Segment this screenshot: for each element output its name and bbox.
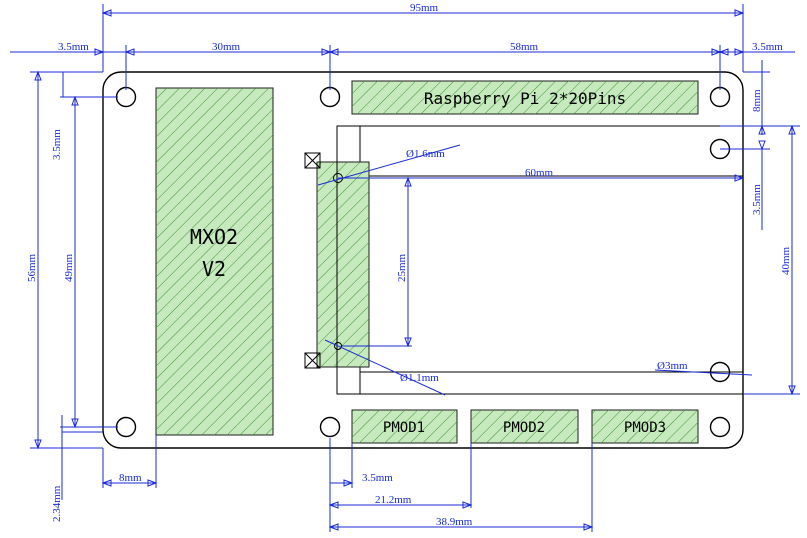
dim-pmod2-offset: 21.2mm xyxy=(375,494,412,506)
hole-top-left xyxy=(115,86,137,108)
dim-module-left: 8mm xyxy=(119,472,142,484)
marker-box-bottom xyxy=(304,352,321,369)
dim-hole-spacing: 49mm xyxy=(63,253,75,282)
pmod3: PMOD3 xyxy=(591,409,699,444)
pi-header: Raspberry Pi 2*20Pins xyxy=(351,80,699,115)
pmod1-label: PMOD1 xyxy=(383,420,425,436)
dim-header-offset: 8mm xyxy=(751,89,763,112)
hole-bottom-mid xyxy=(319,416,341,438)
hole-top-right xyxy=(709,86,731,108)
dim-total-height: 56mm xyxy=(26,253,38,282)
module-label-line2: V2 xyxy=(202,257,226,281)
dim-module-span: 30mm xyxy=(212,41,241,53)
module-label-line1: MXO2 xyxy=(190,225,238,249)
marker-box-top xyxy=(304,152,321,169)
dim-total-width: 95mm xyxy=(410,2,439,14)
dim-bottom-offset: 2.34mm xyxy=(51,485,63,522)
dim-right-margin: 3.5mm xyxy=(752,41,783,53)
dim-hole-big: Ø1.6mm xyxy=(406,148,445,160)
dim-top-margin: 3.5mm xyxy=(51,129,63,160)
locating-hole-small xyxy=(334,342,342,350)
module-mxo2: MXO2 V2 xyxy=(155,87,274,436)
pmod2-label: PMOD2 xyxy=(503,420,545,436)
dim-right-height: 40mm xyxy=(780,246,792,275)
hole-bottom-right xyxy=(709,416,731,438)
dim-hole-small: Ø1.1mm xyxy=(400,372,439,384)
dim-left-margin: 3.5mm xyxy=(58,41,89,53)
pmod2: PMOD2 xyxy=(470,409,579,444)
pi-header-label: Raspberry Pi 2*20Pins xyxy=(424,89,626,108)
hole-bottom-left xyxy=(115,416,137,438)
dim-pmod1-offset: 3.5mm xyxy=(362,472,393,484)
dimension-lines: 95mm 3.5mm 30mm 58mm 3.5mm 56mm 49mm 3.5… xyxy=(10,2,800,532)
pmod3-label: PMOD3 xyxy=(624,420,666,436)
pmod1: PMOD1 xyxy=(351,409,458,444)
connector-area xyxy=(304,125,744,395)
dim-connector-height: 25mm xyxy=(396,253,408,282)
dim-pmod3-offset: 38.9mm xyxy=(436,516,473,528)
dim-hole-3mm: Ø3mm xyxy=(657,360,688,372)
dim-right-hole-offset: 3.5mm xyxy=(751,184,763,215)
pmod-headers: PMOD1 PMOD2 PMOD3 xyxy=(351,409,699,444)
dim-connector-length: 60mm xyxy=(525,167,554,179)
dim-header-span: 58mm xyxy=(510,41,539,53)
hole-top-mid xyxy=(319,86,341,108)
